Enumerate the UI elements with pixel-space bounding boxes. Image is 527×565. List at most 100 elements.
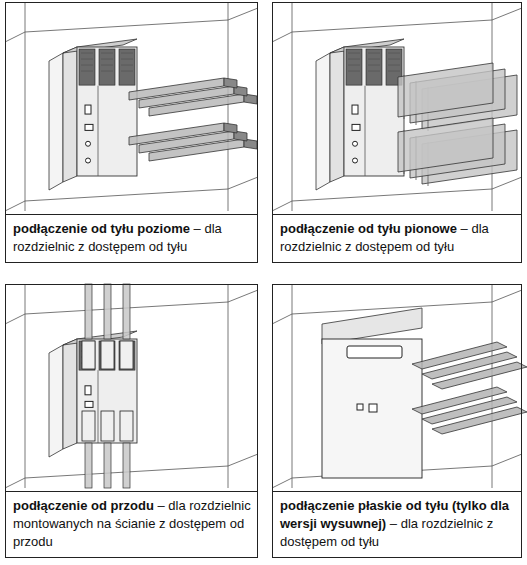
cabinet-edge [492,177,522,189]
cabinet-edge [272,32,292,42]
cabinet-edge [5,314,25,324]
vent-slot [348,71,360,72]
vent-slot [101,65,113,66]
front-seam [98,370,99,443]
cabinet-edge [228,284,229,488]
pole-cover [99,341,115,370]
vent-slot [348,65,360,66]
caption-heading: podłączenie od przodu [13,498,154,513]
indicator [85,401,93,407]
busbar [123,443,130,488]
flat-busbar [412,387,507,414]
vent-slot [81,59,93,60]
cradle-front [322,339,422,478]
front-terminal [120,341,133,369]
pole-cover [79,341,95,370]
vent-slot [388,65,400,66]
indicator [85,124,93,130]
breaker-side [49,345,63,457]
caption-box: podłączenie od tyłu poziome – dla rozdzi… [6,214,257,262]
vent-slot [388,53,400,54]
cabinet-edge [272,478,292,488]
pole-cover [346,49,362,85]
busbar-end [224,123,237,133]
panel: podłączenie od przodu – dla rozdzielnic … [5,284,258,558]
connection-illustration [272,2,522,211]
busbar [104,443,111,488]
breaker-side [49,53,63,190]
cabinet-edge [272,314,292,324]
busbar-end [224,78,237,88]
vent-slot [81,65,93,66]
connection-illustration [5,284,258,488]
cabinet-edge [272,201,292,211]
breaker-side [316,53,330,190]
busbar [123,284,130,339]
front-terminal [101,341,114,369]
cabinet-edge [292,20,492,32]
vent-slot [81,53,93,54]
busbar [129,123,224,145]
vent-slot [101,53,113,54]
caption-box: podłączenie od przodu – dla rozdzielnic … [6,491,257,557]
cabinet-edge [25,20,228,32]
vent-slot [121,59,133,60]
panel: podłączenie od tyłu pionowe – dla rozdzi… [272,2,522,263]
caption-heading: podłączenie od tyłu poziome [13,221,190,236]
connection-illustration [5,2,258,211]
cabinet-edge [492,454,522,466]
breaker-side [330,47,344,182]
vent-slot [101,71,113,72]
flat-busbar [412,342,507,369]
busbar [85,443,92,488]
vent-slot [368,59,380,60]
breaker-front [77,339,137,443]
cabinet-edge [492,290,522,302]
busbar [129,78,224,100]
breaker-side [63,47,77,182]
breaker-front [77,47,137,176]
cabinet-edge [492,8,522,20]
indicator [85,386,91,395]
vent-slot [368,53,380,54]
indicator [357,404,363,410]
vent-slot [121,65,133,66]
caption-box: podłączenie płaskie od tyłu (tylko dla w… [273,491,521,557]
cabinet-edge [228,2,229,211]
front-seam [365,86,366,176]
indicator [369,404,377,412]
vent-slot [81,71,93,72]
front-terminal [120,411,133,441]
pole-cover [99,49,115,85]
vent-slot [348,59,360,60]
pole-cover [119,49,135,85]
pole-cover [79,49,95,85]
front-terminal [82,411,95,441]
panel: podłączenie płaskie od tyłu (tylko dla w… [272,284,522,558]
vent-slot [348,53,360,54]
vent-slot [121,71,133,72]
cabinet-edge [292,302,492,314]
button [353,158,358,163]
cabinet-edge [228,454,258,466]
vent-slot [368,65,380,66]
cabinet-edge [492,284,493,488]
cabinet-edge [292,2,293,211]
cabinet-edge [228,290,258,302]
busbar [398,118,493,172]
cabinet-edge [228,8,258,20]
indicator [85,105,91,114]
breaker-side [63,339,77,449]
indicator [352,105,358,114]
front-terminal [101,411,114,441]
terminal-clamp [404,75,405,119]
breaker-front [344,47,404,176]
cabinet-edge [5,32,25,42]
cabinet-edge [5,201,25,211]
front-seam [98,86,99,176]
busbar [104,284,111,339]
vent-slot [121,53,133,54]
busbar [85,284,92,339]
busbar [398,63,493,117]
